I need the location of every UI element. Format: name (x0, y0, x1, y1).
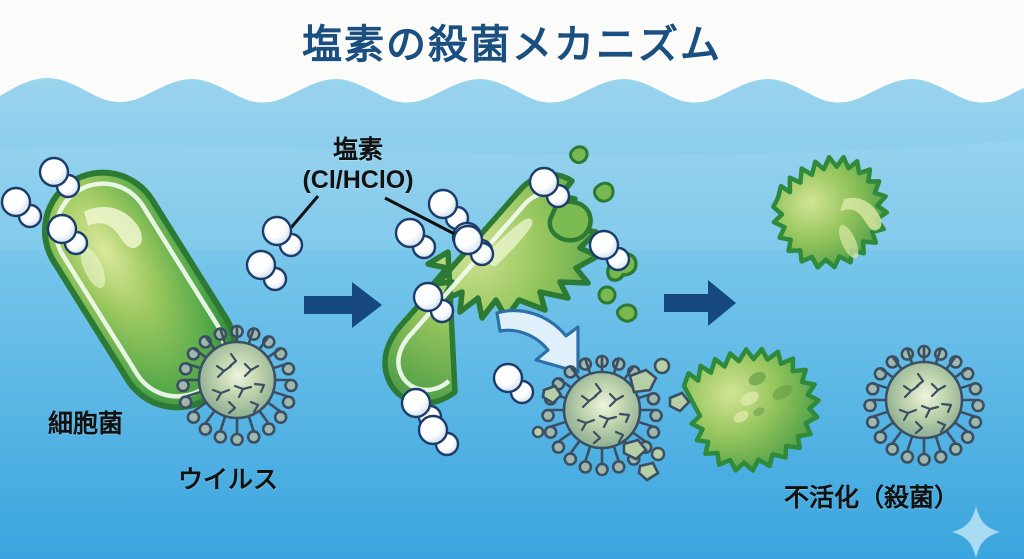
chlorine-label-line2: (Cl/HClO) (302, 165, 414, 194)
arrow-stage2-to-stage3 (664, 280, 736, 326)
stage3-inactivated-bacterium-upper (771, 154, 890, 270)
bacterium-blob-4 (597, 285, 617, 305)
virus-fragment-2 (653, 357, 671, 375)
virus-fragment-5 (650, 446, 666, 462)
sparkle-icon (952, 506, 1000, 558)
stage2-damaged-virus (531, 354, 691, 482)
chlorine-label-line1: 塩素 (332, 136, 383, 164)
bacterium-blob-1 (593, 181, 615, 203)
stage3-inactivated-bacterium-lower (681, 346, 821, 473)
arrow-stage1-to-stage2 (304, 282, 382, 328)
bacterium-highlight-dot (838, 225, 859, 259)
bacterium-blob-2 (569, 145, 589, 164)
bacterium-blob-5 (615, 303, 638, 323)
virus-fragment-1 (628, 368, 658, 394)
virus-fragment-8 (531, 425, 545, 439)
bacterium-highlight-dot (80, 247, 106, 288)
page-title: 塩素の殺菌メカニズム (302, 23, 722, 67)
bacterium-highlight-arc (84, 207, 142, 249)
virus-fragment-4 (622, 438, 648, 461)
virus-fragment-7 (541, 384, 563, 405)
virus-label: ウイルス (178, 466, 279, 494)
inactivated-label: 不活化（殺菌） (784, 484, 960, 512)
bacterium-fragment-large (547, 199, 593, 243)
bacteria-label: 細胞菌 (48, 410, 124, 438)
chlorine-label: 塩素 (Cl/HClO) (268, 136, 448, 195)
leakage-arrow (495, 308, 580, 374)
virus-fragment-6 (637, 461, 660, 482)
bacterium-highlight-arc (840, 197, 882, 231)
virus-fragment-3 (668, 391, 691, 413)
